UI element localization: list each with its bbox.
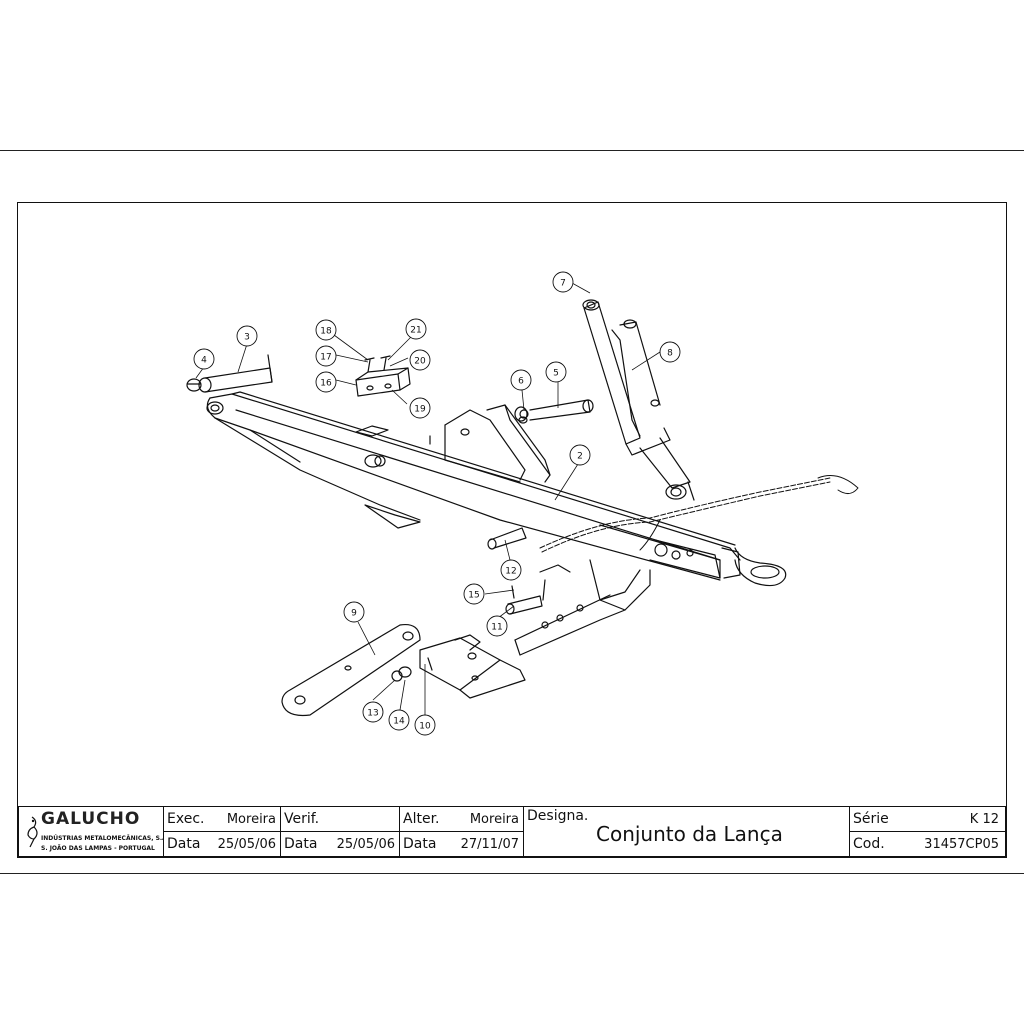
exec-value: Moreira <box>226 812 276 827</box>
alter-date-label: Data <box>403 836 437 852</box>
callout-21 <box>405 318 427 340</box>
verif-date-value: 25/05/06 <box>336 837 395 852</box>
callout-num-7: 7 <box>560 279 566 289</box>
company-name: GALUCHO <box>41 809 141 829</box>
exec-label: Exec. <box>167 811 205 827</box>
company-subtitle-1: INDÚSTRIAS METALOMECÂNICAS, S.A. <box>41 835 170 842</box>
drawbar-part <box>206 391 787 587</box>
cod-value: 31457CP05 <box>924 837 999 852</box>
logo-cell: GALUCHO INDÚSTRIAS METALOMECÂNICAS, S.A.… <box>18 806 169 857</box>
serie-value: K 12 <box>969 812 999 827</box>
callout-num-3: 3 <box>244 333 250 343</box>
verif-cell: Verif. <box>280 806 400 832</box>
bracket-part-10 <box>391 634 526 699</box>
callout-20 <box>409 349 431 371</box>
callout-7 <box>552 271 574 293</box>
drawing-frame <box>17 202 1007 858</box>
exec-date-value: 25/05/06 <box>217 837 276 852</box>
serie-cell: Série K 12 <box>849 806 1006 832</box>
pin-part-5 <box>514 399 594 422</box>
callout-6 <box>510 369 532 391</box>
callout-5 <box>545 361 567 383</box>
callout-16 <box>315 371 337 393</box>
callout-num-5: 5 <box>553 369 559 379</box>
pin-part-11 <box>505 579 546 615</box>
callout-9 <box>343 601 365 623</box>
callout-num-13: 13 <box>367 709 378 719</box>
callout-num-14: 14 <box>393 717 405 727</box>
serie-label: Série <box>853 811 889 827</box>
callout-17 <box>315 345 337 367</box>
pin-part-3 <box>186 354 273 393</box>
designa-label: Designa. <box>527 808 589 824</box>
safety-chain-part <box>539 475 859 553</box>
alter-date-cell: Data 27/11/07 <box>399 831 524 857</box>
callout-14 <box>388 709 410 731</box>
callout-num-20: 20 <box>414 357 426 367</box>
callout-13 <box>362 701 384 723</box>
verif-date-label: Data <box>284 836 318 852</box>
callout-10 <box>414 714 436 736</box>
cod-label: Cod. <box>853 836 885 852</box>
hydraulic-cylinder-part <box>582 299 695 501</box>
callout-19 <box>409 397 431 419</box>
callout-num-17: 17 <box>320 353 331 363</box>
callout-12 <box>500 559 522 581</box>
callout-num-9: 9 <box>351 609 357 619</box>
logo-bird-icon <box>27 816 38 848</box>
callout-num-19: 19 <box>414 405 426 415</box>
callout-4 <box>193 348 215 370</box>
valve-block-part <box>355 355 411 397</box>
callout-num-15: 15 <box>468 591 479 601</box>
verif-date-cell: Data 25/05/06 <box>280 831 400 857</box>
verif-label: Verif. <box>284 811 320 827</box>
exec-date-cell: Data 25/05/06 <box>163 831 281 857</box>
exec-cell: Exec. Moreira <box>163 806 281 832</box>
callout-num-4: 4 <box>201 356 207 366</box>
callout-2 <box>569 444 591 466</box>
drawing-sheet <box>0 150 1024 874</box>
callout-18 <box>315 319 337 341</box>
callout-num-2: 2 <box>577 452 583 462</box>
callout-num-8: 8 <box>667 349 673 359</box>
callout-num-21: 21 <box>410 326 421 336</box>
lower-bracket-part <box>514 559 651 656</box>
exec-date-label: Data <box>167 836 201 852</box>
callout-3 <box>236 325 258 347</box>
designa-value: Conjunto da Lança <box>596 822 783 846</box>
plate-part-9 <box>281 623 421 717</box>
title-block: GALUCHO INDÚSTRIAS METALOMECÂNICAS, S.A.… <box>18 806 1006 857</box>
callout-num-18: 18 <box>320 327 332 337</box>
company-subtitle-2: S. JOÃO DAS LAMPAS - PORTUGAL <box>41 845 155 852</box>
alter-cell: Alter. Moreira <box>399 806 524 832</box>
cod-cell: Cod. 31457CP05 <box>849 831 1006 857</box>
callout-11 <box>486 615 508 637</box>
callout-num-11: 11 <box>491 623 502 633</box>
callout-num-12: 12 <box>505 567 516 577</box>
alter-label: Alter. <box>403 811 440 827</box>
callout-num-6: 6 <box>518 377 524 387</box>
callout-15 <box>463 583 485 605</box>
pin-part-12 <box>487 527 527 550</box>
alter-date-value: 27/11/07 <box>460 837 519 852</box>
alter-value: Moreira <box>469 812 519 827</box>
designa-cell: Designa. Conjunto da Lança <box>523 806 850 857</box>
callout-8 <box>659 341 681 363</box>
callout-num-16: 16 <box>320 379 332 389</box>
callout-num-10: 10 <box>419 722 431 732</box>
